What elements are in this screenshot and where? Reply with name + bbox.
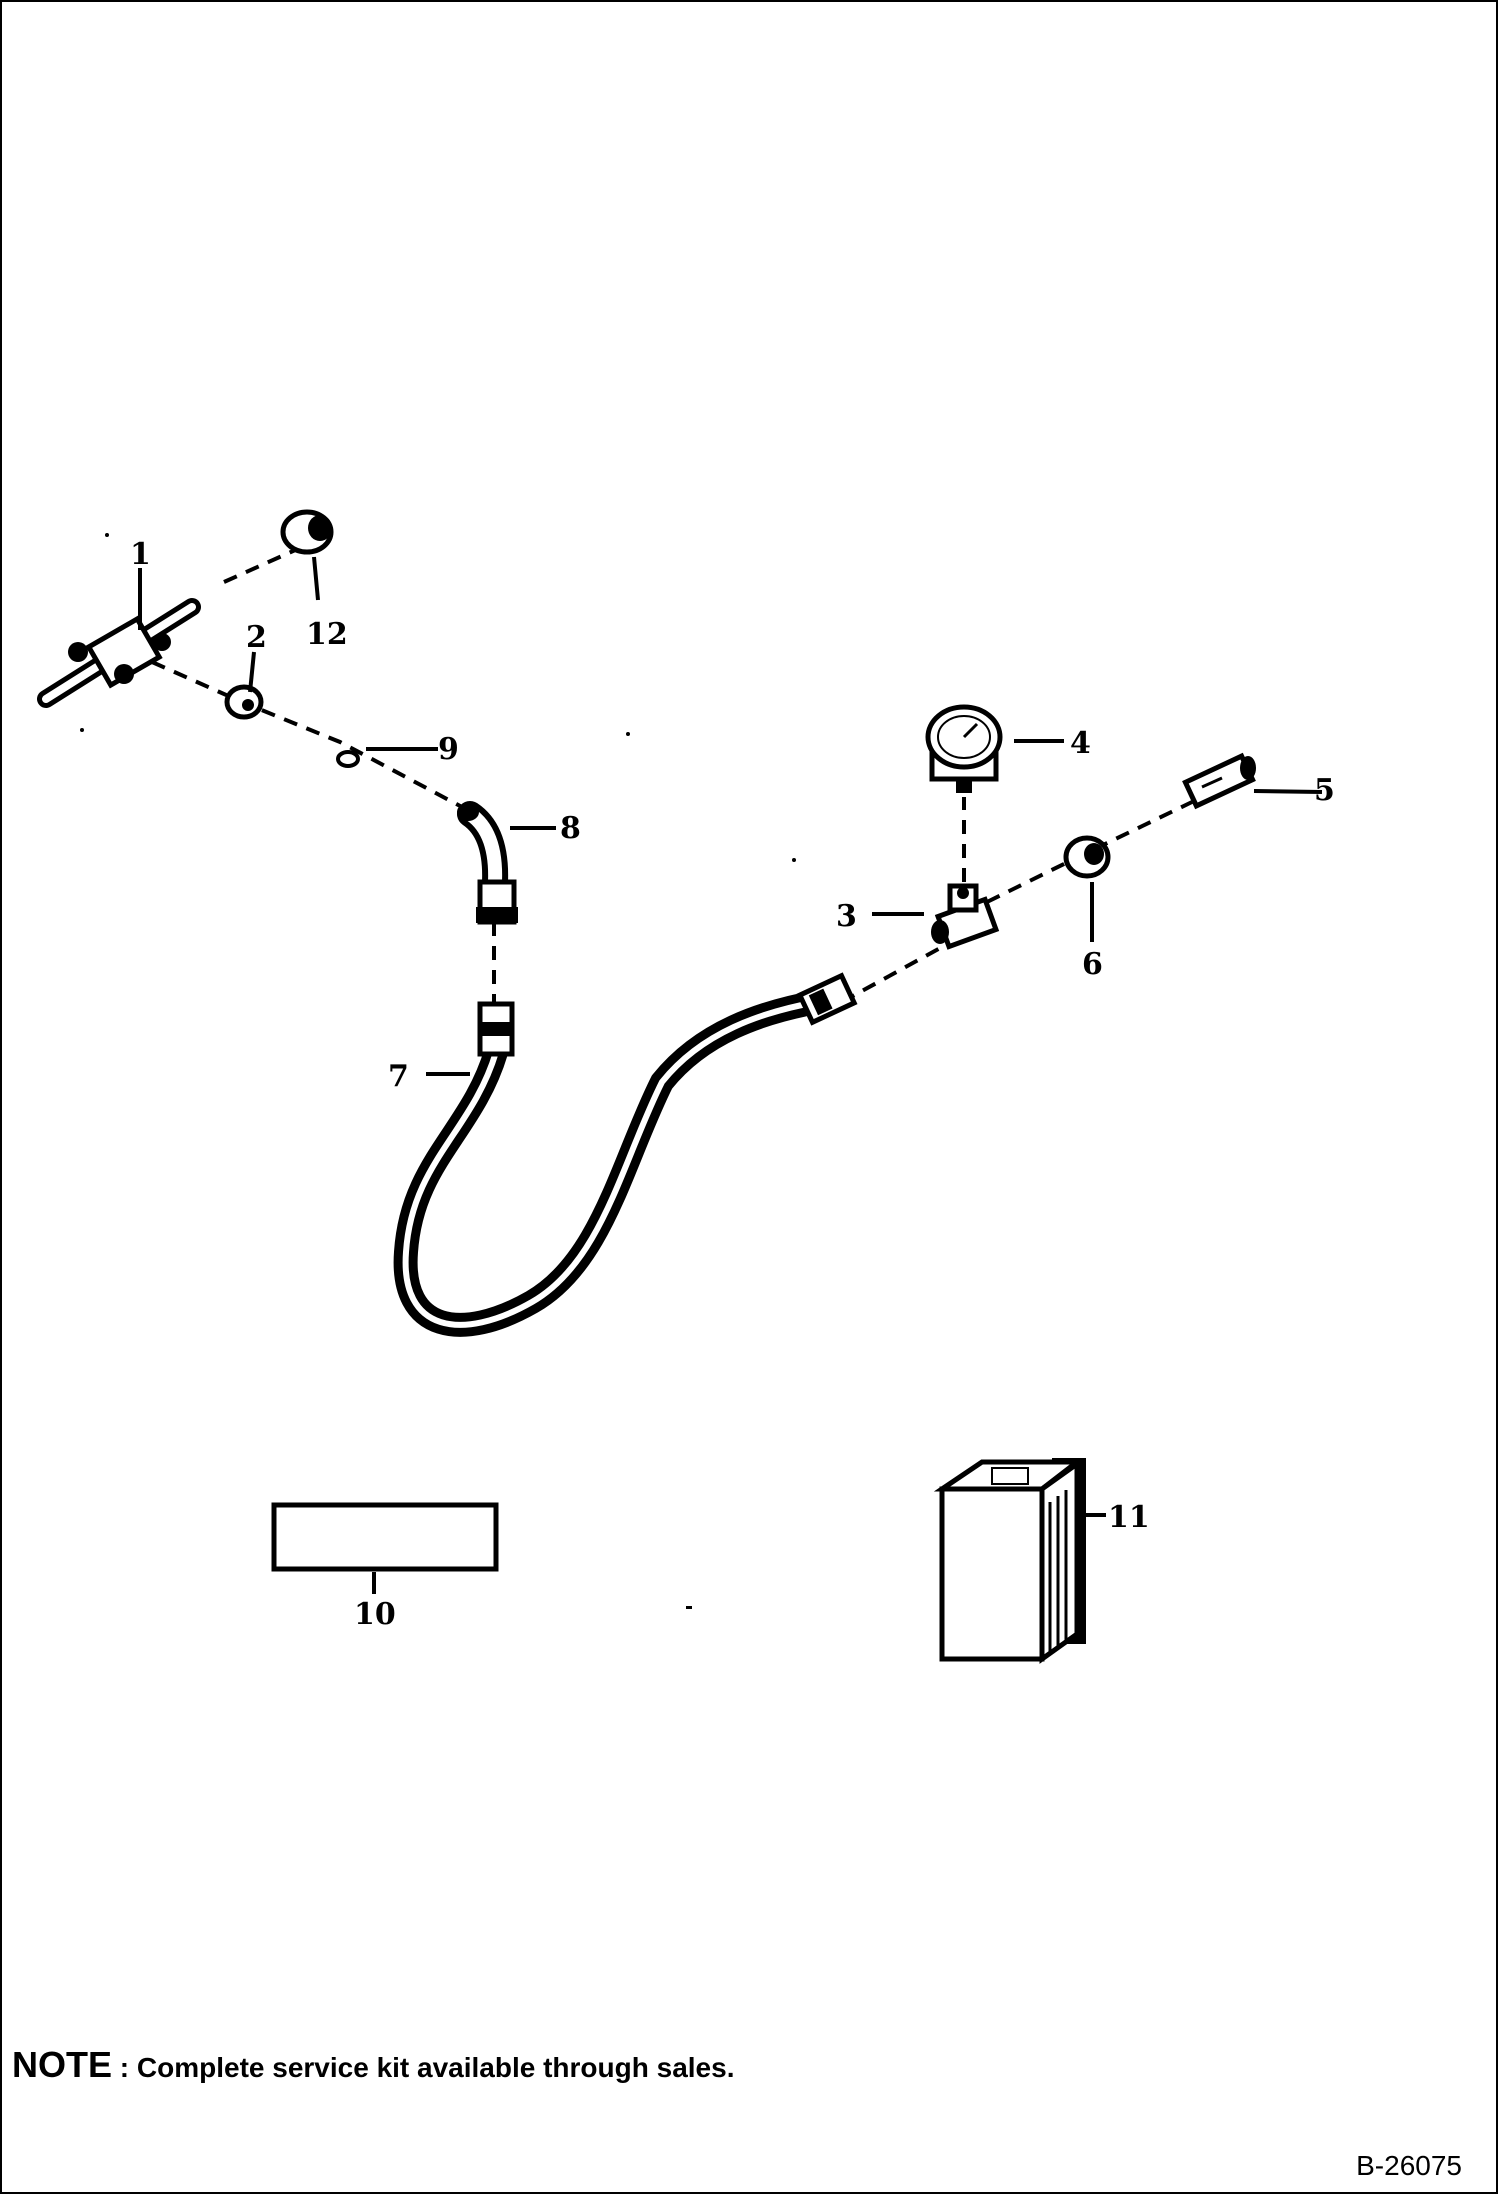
callout-9: 9 <box>438 732 459 767</box>
part-12-plug <box>280 509 334 555</box>
part-9-o-ring <box>336 750 360 768</box>
callout-12: 12 <box>306 617 348 652</box>
note-keyword: NOTE <box>12 2044 113 2085</box>
part-4-gauge <box>925 704 1003 793</box>
callout-2: 2 <box>246 620 267 655</box>
note-text: : Complete service kit available through… <box>112 2052 735 2083</box>
callout-4: 4 <box>1070 726 1091 761</box>
callout-10: 10 <box>354 1597 396 1632</box>
assembly-line-1-8 <box>151 660 463 809</box>
service-kit-note: NOTE : Complete service kit available th… <box>12 2044 734 2086</box>
part-3-tee <box>931 883 1000 950</box>
callout-11: 11 <box>1108 1500 1150 1535</box>
part-6-nut <box>1063 835 1111 879</box>
callout-6: 6 <box>1082 947 1103 982</box>
assembly-lines <box>151 545 1193 1004</box>
callout-7: 7 <box>388 1059 409 1094</box>
callout-3: 3 <box>836 899 857 934</box>
part-1-tee-bar <box>37 598 201 708</box>
drawing-number: B-26075 <box>1356 2150 1462 2181</box>
print-specks <box>80 533 796 1609</box>
callout-1: 1 <box>130 537 151 572</box>
part-7-hose <box>393 972 858 1337</box>
leader-lines <box>138 556 1323 1594</box>
callout-8: 8 <box>560 811 581 846</box>
part-10-decal <box>271 1502 499 1572</box>
assembly-line-3-5 <box>986 800 1193 904</box>
part-8-elbow <box>457 801 518 925</box>
part-5-connector <box>1182 752 1256 810</box>
part-11-manual <box>933 1458 1086 1664</box>
assembly-line-7-3 <box>841 945 943 1004</box>
assembly-line-1-12 <box>223 545 303 584</box>
callout-5: 5 <box>1314 773 1335 808</box>
part-2-adapter <box>224 684 264 720</box>
